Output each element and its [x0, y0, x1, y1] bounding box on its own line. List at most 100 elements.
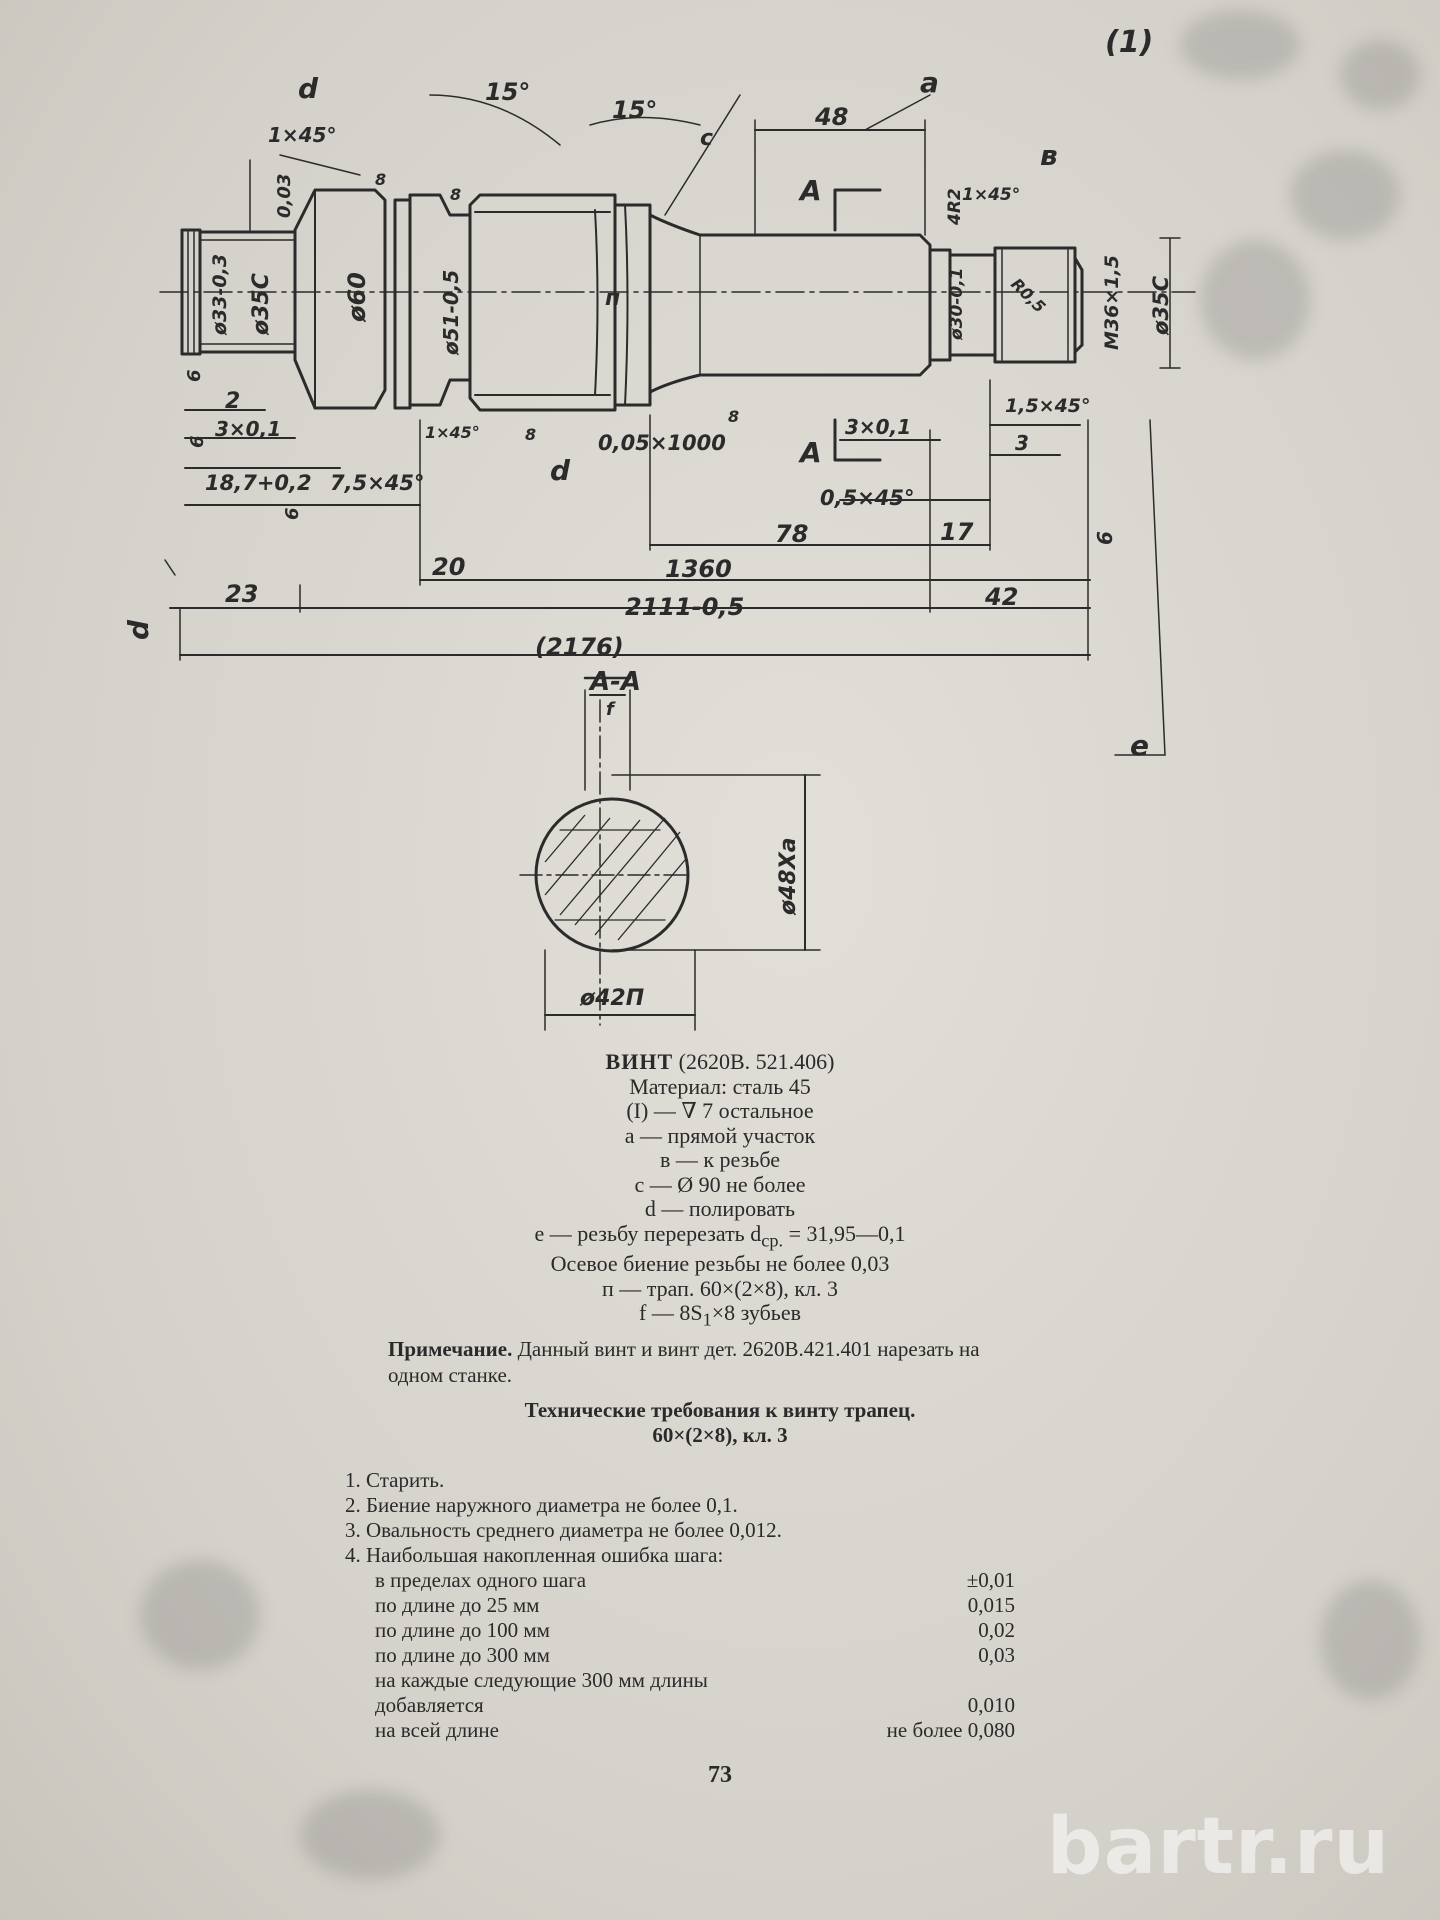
- caption-line: d — полировать: [644, 1196, 796, 1221]
- requirements-title: Технические требования к винту трапец. 6…: [0, 1398, 1440, 1448]
- dim-7-5x45: 7,5×45°: [330, 471, 425, 495]
- part-code: (2620В. 521.406): [678, 1049, 835, 1074]
- caption-teeth-text: f — 8S: [639, 1300, 703, 1326]
- section-mark-top: A: [798, 174, 822, 207]
- roughness-8b: 8: [450, 185, 461, 204]
- dim-3: 3: [1015, 431, 1029, 455]
- roughness-8c: 8: [728, 407, 739, 426]
- tolerance-label: в пределах одного шага: [375, 1568, 587, 1592]
- dia-60: ø60: [343, 272, 371, 323]
- section-mark-bottom: A: [798, 436, 822, 469]
- label-d-left: d: [122, 619, 155, 640]
- roughness-6d: 6: [1093, 531, 1117, 545]
- fingerprint-smudge: [1290, 150, 1400, 240]
- fingerprint-smudge: [1340, 40, 1420, 110]
- thread-m36: М36×1,5: [1101, 255, 1123, 350]
- dia-35c-right: ø35С: [1149, 275, 1173, 336]
- radius-4r2: 4R2: [945, 188, 965, 226]
- caption-line: Осевое биение резьбы не более 0,03: [550, 1251, 890, 1277]
- watermark: bartr.ru: [1046, 1802, 1390, 1892]
- part-caption: ВИНТ (2620В. 521.406) Материал: сталь 45…: [0, 1049, 1440, 1332]
- note-label: Примечание.: [388, 1337, 513, 1361]
- dim-3x01-left: 3×0,1: [215, 417, 281, 441]
- label-d-top: d: [298, 72, 319, 105]
- tolerance-label: по длине до 100 мм: [375, 1618, 550, 1642]
- tolerance-label: на всей длине: [375, 1718, 499, 1742]
- section-dia-42: ø42П: [579, 986, 644, 1011]
- label-f: f: [606, 699, 616, 720]
- dim-2176: (2176): [535, 633, 624, 661]
- note-text: Данный винт и винт дет. 2620В.421.401 на…: [388, 1337, 980, 1387]
- tolerance-row: по длине до 300 мм 0,03: [345, 1643, 1015, 1668]
- technical-drawing: (1) d 15° 15° с a 48 в 1×45° A A 8 8 8 8…: [122, 25, 1196, 1031]
- label-c: с: [700, 126, 713, 151]
- note-paragraph: Примечание. Данный винт и винт дет. 2620…: [388, 1336, 1028, 1388]
- fingerprint-smudge: [1320, 1580, 1420, 1700]
- angle-label-2: 15°: [612, 96, 657, 124]
- caption-teeth-value: ×8 зубьев: [711, 1300, 801, 1326]
- caption-line: c — Ø 90 не более: [634, 1171, 806, 1197]
- requirements-list: 1. Старить. 2. Биение наружного диаметра…: [345, 1468, 1015, 1743]
- dim-42: 42: [984, 583, 1018, 611]
- tolerance-value: не более 0,080: [886, 1718, 1015, 1742]
- tolerance-value: 0,010: [967, 1693, 1015, 1717]
- dim-48: 48: [814, 103, 848, 131]
- dim-20: 20: [432, 553, 465, 581]
- label-a: a: [920, 66, 939, 99]
- tolerance-value: 0,03: [978, 1643, 1015, 1667]
- label-d-bottom: d: [550, 454, 571, 487]
- label-n: п: [605, 286, 620, 311]
- tolerance-row: на всей длине не более 0,080: [345, 1718, 1015, 1743]
- dim-2: 2: [225, 389, 240, 414]
- caption-line-teeth: f — 8S1×8 зубьев: [0, 1301, 1440, 1332]
- section-title: A-A: [588, 667, 641, 697]
- caption-line: в — к резьбе: [659, 1147, 780, 1172]
- dim-3x01-right: 3×0,1: [845, 415, 911, 439]
- label-b: в: [1040, 139, 1058, 172]
- caption-line: a — прямой участок: [624, 1122, 816, 1148]
- dim-17: 17: [940, 518, 974, 546]
- requirement-item: 4. Наибольшая накопленная ошибка шага:: [345, 1543, 724, 1567]
- dia-51: ø51-0,5: [439, 270, 463, 356]
- tolerance-label: добавляется: [375, 1693, 484, 1717]
- tolerance-label: на каждые следующие 300 мм длины: [375, 1668, 708, 1692]
- requirements-title-line2: 60×(2×8), кл. 3: [652, 1423, 788, 1447]
- tolerance-label: по длине до 25 мм: [375, 1593, 540, 1617]
- caption-title-line: ВИНТ (2620В. 521.406): [0, 1049, 1440, 1075]
- dim-1360: 1360: [665, 555, 732, 583]
- page-number: 73: [708, 1762, 732, 1788]
- angle-label-1: 15°: [485, 78, 530, 106]
- requirement-item: 1. Старить.: [345, 1468, 445, 1492]
- dia-35c-left: ø35С: [249, 273, 274, 336]
- sheet-mark: (1): [1105, 25, 1153, 60]
- tolerance-label: по длине до 300 мм: [375, 1643, 550, 1667]
- fingerprint-smudge: [1180, 10, 1300, 80]
- dim-18-7: 18,7+0,2: [205, 471, 312, 495]
- dim-0-5x45: 0,5×45°: [820, 486, 915, 510]
- chamfer-label: 1×45°: [268, 123, 337, 147]
- dim-2111: 2111-0,5: [625, 593, 744, 621]
- fingerprint-smudge: [1200, 240, 1310, 360]
- part-title: ВИНТ: [605, 1049, 674, 1074]
- dim-78: 78: [775, 520, 808, 548]
- tolerance-row: добавляется 0,010: [345, 1693, 1015, 1718]
- label-e: e: [1130, 729, 1149, 762]
- roughness-6c: 6: [282, 507, 303, 520]
- roughness-8a: 8: [375, 170, 386, 189]
- chamfer-right: 1×45°: [962, 185, 1020, 205]
- chamfer-mid: 1×45°: [425, 423, 480, 442]
- roughness-8d: 8: [525, 425, 536, 444]
- requirement-item: 3. Овальность среднего диаметра не более…: [345, 1518, 782, 1542]
- caption-thread-sub: ср.: [761, 1229, 784, 1250]
- caption-line: п — трап. 60×(2×8), кл. 3: [601, 1275, 839, 1301]
- dim-1-5x45: 1,5×45°: [1005, 395, 1091, 417]
- requirements-title-line1: Технические требования к винту трапец.: [524, 1398, 916, 1422]
- caption-teeth-sub: 1: [702, 1309, 712, 1330]
- runout-label: 0,05×1000: [598, 431, 726, 455]
- tolerance-row: на каждые следующие 300 мм длины: [345, 1668, 1015, 1693]
- caption-thread-text: e — резьбу перерезать d: [534, 1220, 762, 1246]
- caption-line-thread: e — резьбу перерезать dср. = 31,95—0,1: [0, 1220, 1440, 1253]
